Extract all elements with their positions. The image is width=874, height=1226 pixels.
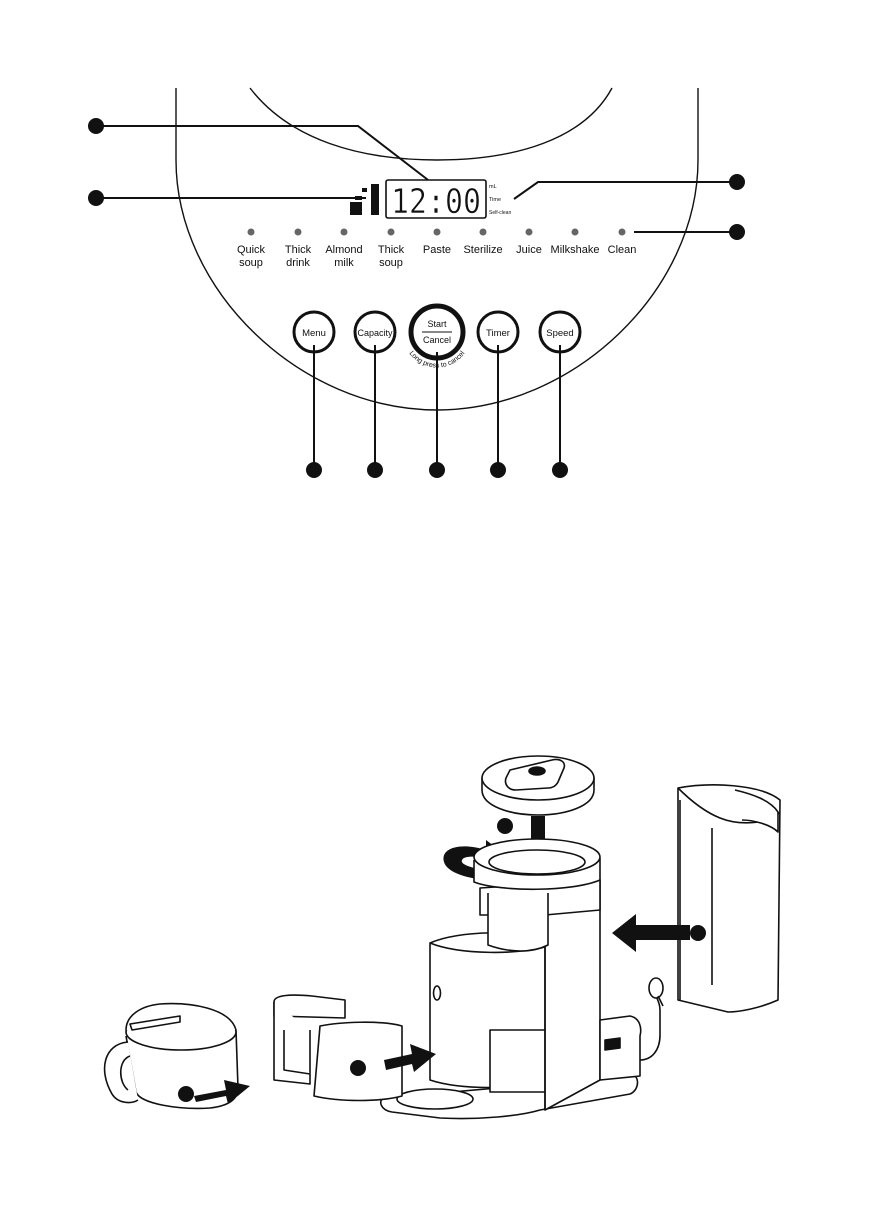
program-label: Thick: [378, 244, 405, 256]
callout-marker: [552, 462, 568, 478]
program-led: [619, 229, 626, 236]
level-icon: [350, 184, 379, 215]
callout-marker: [306, 462, 322, 478]
start-cancel-button[interactable]: Start Cancel: [411, 306, 463, 358]
button-callouts: [314, 345, 560, 470]
program-led: [248, 229, 255, 236]
button-callout-markers: [306, 462, 568, 478]
display-indicator-time: Time: [489, 197, 501, 203]
program-labels: Quick soup Thick drink Almond milk Thick…: [237, 244, 636, 269]
program-label: Quick: [237, 244, 266, 256]
lid: [482, 756, 594, 815]
program-led: [434, 229, 441, 236]
program-label: Milkshake: [551, 244, 600, 256]
program-led: [480, 229, 487, 236]
program-label: Almond: [325, 244, 362, 256]
callout-marker: [729, 224, 745, 240]
callout-marker: [350, 1060, 366, 1076]
callout-marker: [729, 174, 745, 190]
display-indicator-selfclean: Self-clean: [489, 210, 511, 216]
callout-marker: [88, 190, 104, 206]
lcd-display: 12:00 mL Time Self-clean: [386, 180, 511, 222]
program-label: Thick: [285, 244, 312, 256]
power-cord: [640, 978, 663, 1060]
callout-line-indicators: [514, 182, 737, 199]
menu-button-label: Menu: [302, 328, 326, 339]
program-led: [341, 229, 348, 236]
pulp-container: [274, 995, 402, 1100]
program-label: soup: [379, 257, 403, 269]
program-label: Sterilize: [463, 244, 502, 256]
program-label: Clean: [608, 244, 637, 256]
program-led: [526, 229, 533, 236]
program-label: soup: [239, 257, 263, 269]
program-label: milk: [334, 257, 354, 269]
speed-button-label: Speed: [546, 328, 573, 339]
callout-marker: [490, 462, 506, 478]
program-led: [388, 229, 395, 236]
program-led: [295, 229, 302, 236]
callout-marker: [367, 462, 383, 478]
cancel-label: Cancel: [423, 335, 451, 345]
display-indicator-ml: mL: [489, 184, 497, 190]
assembly-illustration: [105, 756, 780, 1119]
timer-button-label: Timer: [486, 328, 510, 339]
callout-marker: [429, 462, 445, 478]
start-label: Start: [427, 319, 447, 329]
callout-marker: [497, 818, 513, 834]
program-label: Paste: [423, 244, 451, 256]
jar-base-arc: [250, 88, 612, 160]
display-time: 12:00: [391, 182, 481, 222]
program-leds: [248, 229, 626, 236]
program-led: [572, 229, 579, 236]
callout-line-display: [96, 126, 432, 183]
water-tank: [678, 785, 780, 1012]
callout-marker: [88, 118, 104, 134]
main-unit: [381, 839, 641, 1119]
callout-marker: [178, 1086, 194, 1102]
program-label: drink: [286, 257, 310, 269]
callout-marker: [690, 925, 706, 941]
program-label: Juice: [516, 244, 542, 256]
capacity-button-label: Capacity: [357, 328, 393, 338]
